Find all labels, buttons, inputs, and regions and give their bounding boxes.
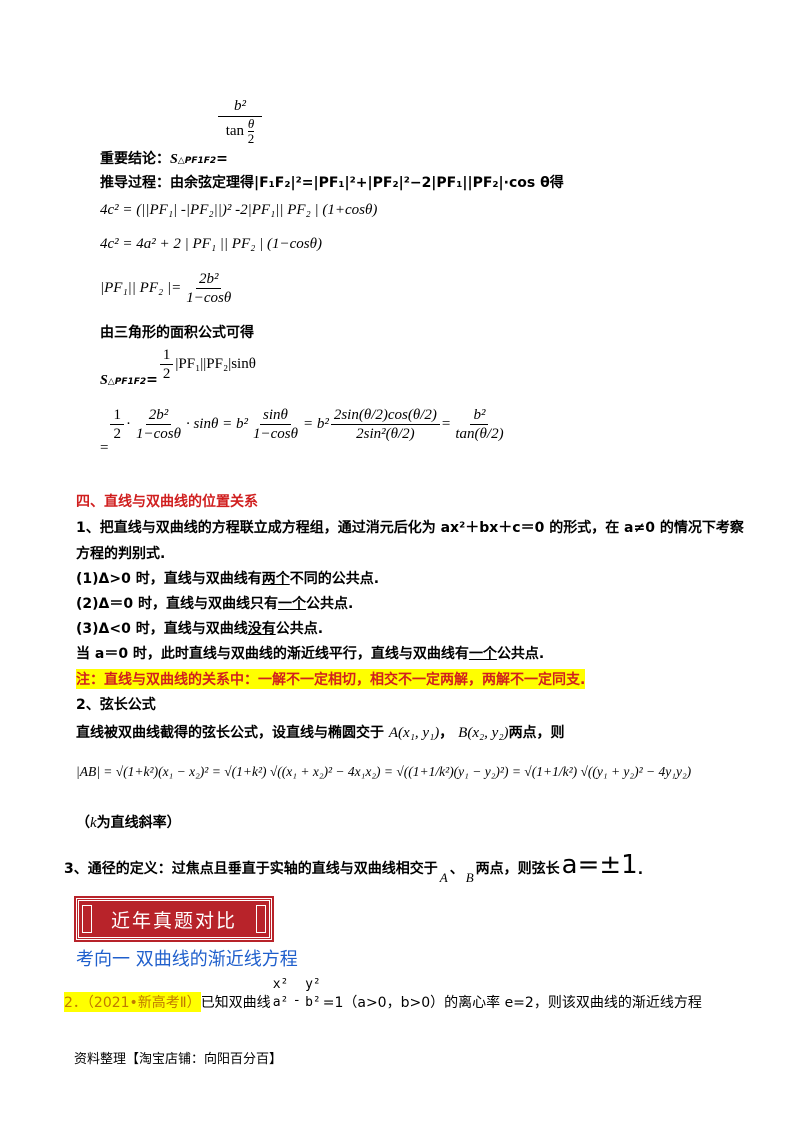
long-4-den: 1−cosθ bbox=[252, 426, 298, 442]
case-1-a: (1)Δ>0 时，直线与双曲线有 bbox=[76, 571, 262, 587]
long-1-den: 2 bbox=[113, 426, 121, 442]
chord-formula: |AB| = √(1+k²)(x₁ − x₂)² = √(1+k²) √((x₁… bbox=[76, 764, 692, 779]
long-8-den: tan(θ/2) bbox=[455, 426, 504, 442]
k-note: （k为直线斜率） bbox=[76, 812, 181, 832]
long-5: = b² bbox=[302, 416, 329, 432]
case-1: (1)Δ>0 时，直线与双曲线有两个不同的公共点. bbox=[76, 568, 379, 588]
case-4-u: 一个 bbox=[468, 646, 497, 662]
case-2: (2)Δ＝0 时，直线与双曲线只有一个公共点. bbox=[76, 593, 353, 613]
case-2-u: 一个 bbox=[278, 596, 306, 612]
long-1-num: 1 bbox=[110, 406, 124, 425]
case-4-a: 当 a＝0 时，此时直线与双曲线的渐近线平行，直线与双曲线有 bbox=[76, 646, 469, 662]
conclusion-label: 重要结论： bbox=[100, 151, 170, 167]
frac1-den: a² bbox=[272, 995, 289, 1010]
conclusion-den-two: 2 bbox=[247, 131, 255, 146]
area-half-num: 1 bbox=[159, 346, 174, 365]
case-3-a: (3)Δ<0 时，直线与双曲线 bbox=[76, 621, 248, 637]
latus-text-b: 两点，则弦长 bbox=[475, 861, 560, 877]
long-2-den: 1−cosθ bbox=[135, 426, 181, 442]
area-formula: S△PF1F2= 1 2 |PF₁||PF₂|sinθ bbox=[100, 346, 256, 391]
derivation-eq2: 4c² = 4a² + 2 | PF₁ || PF₂ | (1−cosθ) bbox=[100, 236, 322, 252]
equals-sign: = bbox=[216, 151, 228, 167]
conclusion-den-theta: θ bbox=[247, 116, 255, 132]
latus-rectum-line: 3、通径的定义：过焦点且垂直于实轴的直线与双曲线相交于 A 、 B 两点，则弦长… bbox=[64, 850, 644, 885]
area-s-symbol: S bbox=[100, 373, 108, 388]
latus-end: . bbox=[637, 862, 644, 878]
latus-sep: 、 bbox=[449, 861, 464, 877]
latus-text-a: 3、通径的定义：过焦点且垂直于实轴的直线与双曲线相交于 bbox=[64, 861, 438, 877]
section4-p1b: 方程的判别式. bbox=[76, 546, 166, 562]
k-note-close: 为直线斜率） bbox=[96, 815, 181, 831]
k-symbol: k bbox=[90, 815, 97, 831]
long-6-den: 2sin²(θ/2) bbox=[356, 426, 415, 442]
eq3-lhs: |PF₁|| PF₂ |= bbox=[100, 280, 182, 296]
case-4-b: 公共点. bbox=[496, 646, 545, 662]
banner-text: 近年真题对比 bbox=[110, 909, 237, 932]
case-1-b: 不同的公共点. bbox=[289, 571, 380, 587]
problem-text-b: =1（a>0，b>0）的离心率 e=2，则该双曲线的渐近线方程 bbox=[322, 995, 702, 1011]
frac1-num: x² bbox=[272, 977, 289, 992]
section4-note: 注：直线与双曲线的关系中：一解不一定相切，相交不一定两解，两解不一定同支. bbox=[76, 669, 586, 689]
long-8-num: b² bbox=[470, 406, 489, 425]
derivation-eq3: |PF₁|| PF₂ |= 2b² 1−cosθ bbox=[100, 270, 236, 307]
chord-text: 直线被双曲线截得的弦长公式，设直线与椭圆交于 bbox=[76, 725, 384, 741]
eq3-denominator: 1−cosθ bbox=[186, 290, 232, 306]
long-3: · sinθ = b² bbox=[185, 416, 248, 432]
problem-2: 2．（2021•新高考Ⅱ） 已知双曲线 x² a² - y² b² =1（a>0… bbox=[64, 976, 702, 1012]
problem-number: 2．（2021•新高考Ⅱ） bbox=[64, 992, 201, 1012]
long-2-num: 2b² bbox=[145, 406, 172, 425]
case-3-b: 公共点. bbox=[275, 621, 324, 637]
case-4: 当 a＝0 时，此时直线与双曲线的渐近线平行，直线与双曲线有一个公共点. bbox=[76, 643, 544, 663]
latus-value: a=±1 bbox=[561, 850, 638, 880]
area-half-den: 2 bbox=[162, 366, 171, 382]
s-subscript: △PF1F2 bbox=[177, 156, 217, 166]
frac2-num: y² bbox=[305, 977, 321, 992]
chord-tail: 两点，则 bbox=[508, 725, 565, 741]
area-heading: 由三角形的面积公式可得 bbox=[100, 325, 254, 341]
banner-left-ornament bbox=[82, 905, 92, 933]
area-equals: = bbox=[146, 372, 158, 388]
conclusion-numerator: b² bbox=[218, 96, 262, 117]
long-6-num: 2sin(θ/2)cos(θ/2) bbox=[330, 406, 440, 425]
case-3: (3)Δ<0 时，直线与双曲线没有公共点. bbox=[76, 618, 323, 638]
recent-exams-banner: 近年真题对比 bbox=[74, 896, 274, 942]
chord-title: 2、弦长公式 bbox=[76, 697, 156, 713]
long-4-num: sinθ bbox=[260, 406, 291, 425]
footer-text: 资料整理【淘宝店铺：向阳百分百】 bbox=[74, 1052, 283, 1067]
latus-point-a: A bbox=[439, 870, 448, 885]
case-2-b: 公共点. bbox=[306, 596, 354, 612]
section4-p1: 1、把直线与双曲线的方程联立成方程组，通过消元后化为 ax²＋bx＋c＝0 的形… bbox=[76, 520, 744, 536]
case-1-u: 两个 bbox=[261, 571, 290, 587]
direction-title: 考向一 双曲线的渐近线方程 bbox=[76, 949, 298, 970]
long-7: = bbox=[441, 416, 451, 432]
area-tail: |PF₁||PF₂|sinθ bbox=[175, 356, 256, 372]
eq3-numerator: 2b² bbox=[195, 270, 222, 289]
k-note-open: （ bbox=[76, 815, 90, 831]
chord-comma: ， bbox=[439, 725, 454, 741]
case-2-a: (2)Δ＝0 时，直线与双曲线只有 bbox=[76, 596, 278, 612]
problem-text-a: 已知双曲线 bbox=[200, 995, 271, 1011]
frac2-den: b² bbox=[305, 995, 321, 1010]
case-3-u: 没有 bbox=[247, 621, 276, 637]
banner-right-ornament bbox=[256, 905, 266, 933]
derivation-heading: 推导过程：由余弦定理得|F₁F₂|²=|PF₁|²+|PF₂|²−2|PF₁||… bbox=[100, 175, 564, 191]
chord-text-line: 直线被双曲线截得的弦长公式，设直线与椭圆交于 A(x₁, y₁)， B(x₂, … bbox=[76, 722, 565, 742]
point-b: B(x₂, y₂) bbox=[458, 725, 509, 741]
point-a: A(x₁, y₁) bbox=[388, 725, 440, 741]
latus-point-b: B bbox=[465, 870, 474, 885]
long-eq-prefix: = bbox=[100, 440, 109, 456]
conclusion-den-tan: tan bbox=[225, 122, 245, 139]
s-symbol: S bbox=[170, 152, 178, 167]
derivation-eq1: 4c² = (||PF₁| -|PF₂||)² -2|PF₁|| PF₂ | (… bbox=[100, 202, 378, 218]
area-s-subscript: △PF1F2 bbox=[107, 377, 147, 387]
minus-sign: - bbox=[294, 992, 300, 1008]
section4-title: 四、直线与双曲线的位置关系 bbox=[76, 494, 258, 510]
